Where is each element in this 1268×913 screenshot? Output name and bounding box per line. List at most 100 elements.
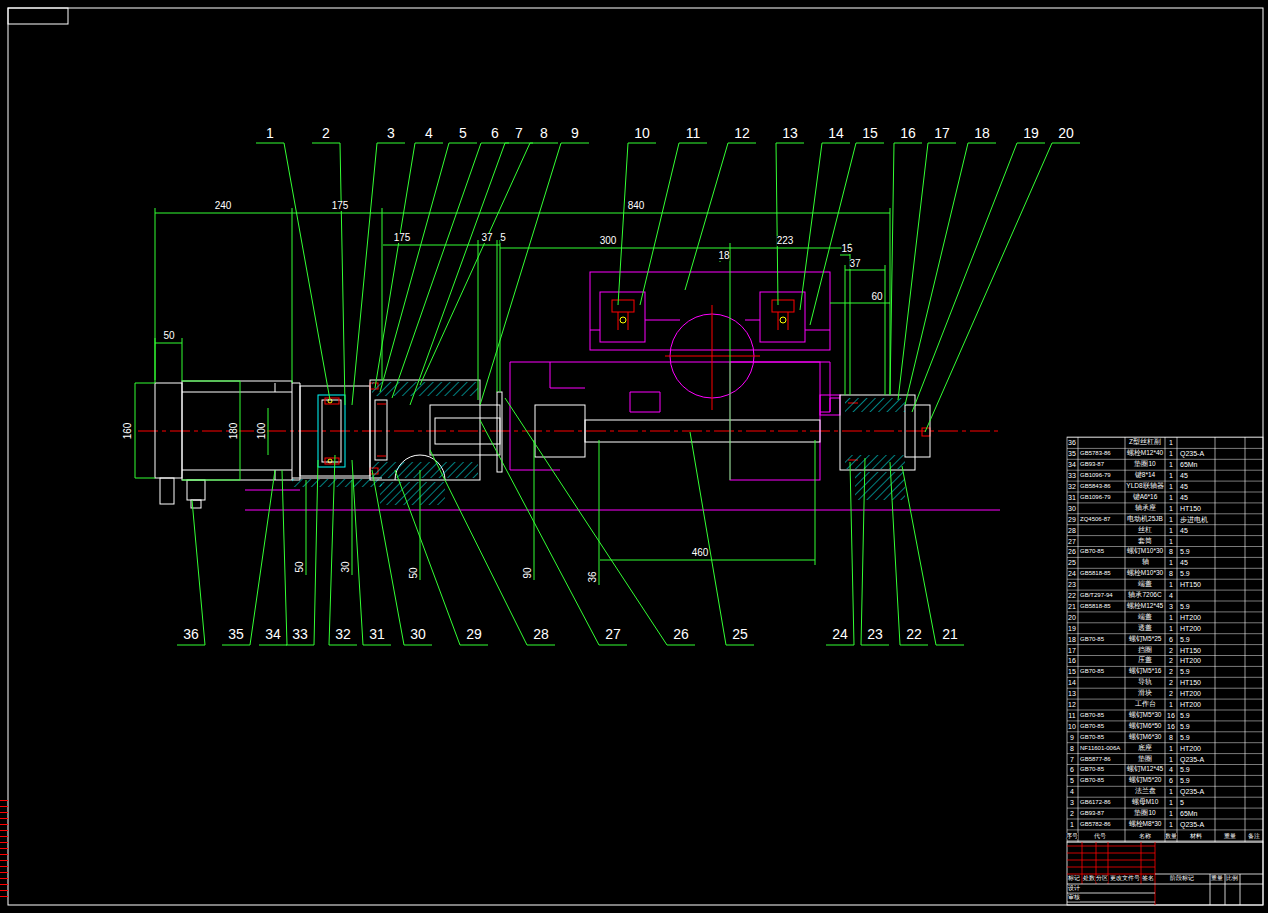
leader-lines	[372, 470, 432, 645]
bolts	[325, 458, 339, 464]
part-name: 螺钉M5*30	[1129, 712, 1162, 719]
part-name: 轴承座	[1135, 505, 1156, 512]
standard-code: GB5782-86	[1080, 821, 1111, 827]
callout-number: 31	[369, 627, 385, 641]
standard-code: GB70-85	[1080, 766, 1104, 772]
quantity: 6	[1169, 777, 1173, 784]
leader-lines	[898, 143, 956, 400]
standard-code: NF11601-006A	[1080, 745, 1120, 751]
frame	[8, 8, 1263, 905]
row-number: 7	[1070, 755, 1074, 762]
leader-lines	[912, 143, 1045, 412]
bearing-seat	[840, 395, 915, 470]
dimension-value: 50	[409, 567, 419, 578]
bearing-seat	[375, 400, 387, 460]
coupling	[318, 395, 345, 467]
material: HT200	[1180, 690, 1201, 697]
section-hatch	[380, 482, 445, 505]
quantity: 1	[1169, 537, 1173, 544]
callout-number: 4	[425, 126, 433, 140]
material: 5.9	[1180, 635, 1190, 642]
callout-number: 18	[974, 126, 990, 140]
leader-lines	[177, 143, 1080, 645]
part-name: 螺钉M6*30	[1129, 734, 1162, 741]
leader-lines	[826, 462, 854, 645]
dimension-lines	[600, 440, 815, 565]
part-name: 电动机25JB	[1127, 516, 1163, 523]
callout-number: 25	[732, 627, 748, 641]
quantity: 1	[1169, 439, 1173, 446]
centerline	[138, 431, 1000, 432]
material: 5.9	[1180, 711, 1190, 718]
dimension-value: 60	[871, 292, 882, 302]
part-name: 底座	[1138, 744, 1152, 751]
part-name: 工作台	[1135, 701, 1156, 708]
part-name: 垫圈	[1138, 755, 1152, 762]
motor	[155, 381, 292, 508]
quantity: 1	[1169, 559, 1173, 566]
leader-lines	[222, 470, 275, 645]
title-block	[1067, 846, 1155, 874]
callout-number: 22	[906, 627, 922, 641]
standard-code: GB5783-86	[1080, 450, 1111, 456]
quantity: 1	[1169, 472, 1173, 479]
quantity: 1	[1169, 504, 1173, 511]
row-number: 34	[1068, 461, 1076, 468]
table-header: 序号	[1066, 833, 1078, 839]
worktable	[600, 292, 645, 342]
callout-number: 28	[533, 627, 549, 641]
callout-number: 34	[265, 627, 281, 641]
quantity: 2	[1169, 646, 1173, 653]
motor	[275, 383, 276, 480]
dimension-value: 175	[332, 201, 349, 211]
callout-number: 10	[634, 126, 650, 140]
standard-code: GB70-85	[1080, 548, 1104, 554]
base-outline	[830, 398, 840, 412]
table-header: 数量	[1165, 833, 1177, 839]
material: 45	[1180, 483, 1188, 490]
callout-number: 6	[491, 126, 499, 140]
dimension-value: 18	[718, 251, 729, 261]
dimension-value: 15	[841, 244, 852, 254]
centerline	[138, 431, 1000, 432]
part-name: 螺栓M12*40	[1127, 450, 1163, 457]
material: Q235-A	[1180, 788, 1204, 795]
row-number: 9	[1070, 733, 1074, 740]
part-name: 螺钉M6*50	[1129, 723, 1162, 730]
part-name: 端盖	[1138, 581, 1152, 588]
quantity: 1	[1169, 624, 1173, 631]
callout-number: 13	[782, 126, 798, 140]
quantity: 1	[1169, 581, 1173, 588]
table-details	[665, 305, 760, 410]
part-name: 螺钉M5*25	[1129, 635, 1162, 642]
section-hatch	[372, 382, 905, 505]
material: 5.9	[1180, 766, 1190, 773]
material: HT150	[1180, 646, 1201, 653]
dimension-value: 240	[215, 201, 232, 211]
leader-lines	[690, 432, 754, 645]
bolts	[325, 383, 930, 474]
row-number: 21	[1068, 602, 1076, 609]
callout-number: 36	[183, 627, 199, 641]
material: 5.9	[1180, 668, 1190, 675]
leader-lines	[480, 420, 627, 645]
leader-lines	[810, 143, 884, 325]
quantity: 4	[1169, 592, 1173, 599]
frame	[8, 8, 1263, 905]
dimension-value: 840	[628, 201, 645, 211]
standard-code: GB70-85	[1080, 712, 1104, 718]
quantity: 1	[1169, 526, 1173, 533]
part-name: 丝杠	[1138, 526, 1152, 533]
dimension-value: 37	[849, 259, 860, 269]
quantity: 1	[1169, 483, 1173, 490]
callout-number: 7	[515, 126, 523, 140]
part-name: 轴	[1142, 559, 1149, 566]
leader-lines	[902, 466, 964, 645]
quantity: 1	[1169, 755, 1173, 762]
quantity: 1	[1169, 810, 1173, 817]
worktable	[760, 292, 805, 342]
bearing-seat	[430, 405, 500, 455]
section-hatch	[845, 455, 905, 469]
leader-lines	[177, 500, 205, 645]
table-header: 代号	[1094, 833, 1106, 839]
